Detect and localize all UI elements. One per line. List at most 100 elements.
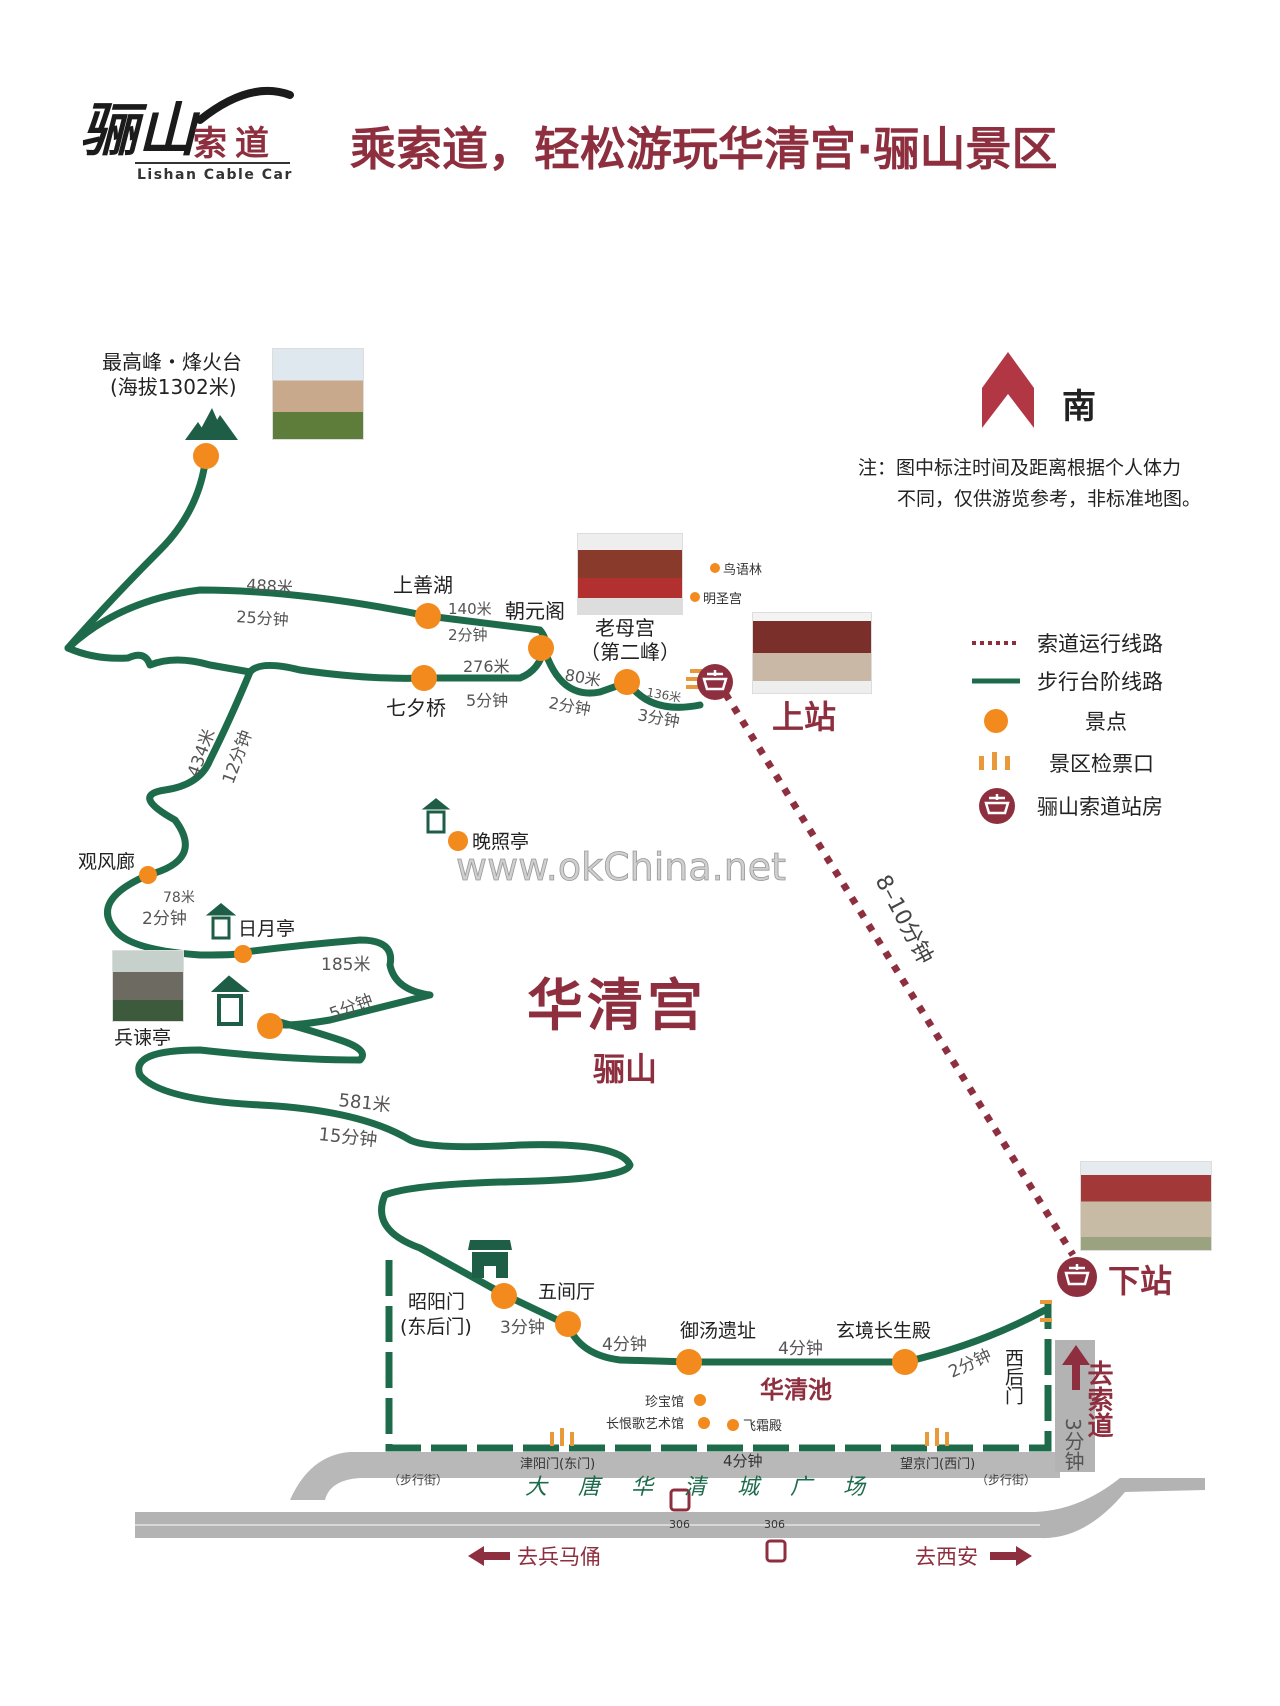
upper-station-icon — [697, 664, 733, 700]
compass-arrow-icon — [982, 352, 1034, 428]
seg-time: 2分钟 — [142, 909, 187, 929]
legend-label-station: 骊山索道站房 — [1037, 795, 1163, 819]
label-wujianting: 五间厅 — [538, 1281, 595, 1303]
lower-station-label: 下站 — [1108, 1262, 1172, 1300]
arrow-up-icon — [1062, 1345, 1090, 1390]
logo-cable-cn: 索道 — [193, 124, 277, 164]
spot-qixiqiao — [411, 665, 437, 691]
note-line-2: 不同，仅供游览参考，非标准地图。 — [897, 488, 1201, 510]
scenic-spots — [139, 443, 918, 1431]
spot-niaoyulin — [710, 563, 720, 573]
city-gate-icon — [468, 1240, 512, 1278]
upper-station-label: 上站 — [772, 698, 836, 736]
plaza-name: 大 唐 华 清 城 广 场 — [525, 1475, 877, 1500]
legend-label-spot: 景点 — [1085, 710, 1127, 734]
cable-time: 8–10分钟 — [870, 871, 938, 968]
spot-mingshenggong — [690, 592, 700, 602]
seg-dist: 276米 — [463, 657, 510, 676]
to-cable-time: 3分钟 — [1061, 1418, 1085, 1471]
seg-dist: 140米 — [448, 600, 492, 618]
direction-right: 去西安 — [915, 1545, 978, 1569]
photo-upper-station — [752, 612, 872, 694]
orange-dot-icon — [984, 709, 1008, 733]
pool-label: 华清池 — [760, 1376, 832, 1404]
label-niaoyulin: 鸟语林 — [723, 562, 762, 578]
logo-calligraphy: 骊山 — [80, 96, 201, 164]
label-zhenbaoguan: 珍宝馆 — [645, 1395, 684, 1410]
pavilion-icon — [421, 798, 451, 834]
label-xuanjing: 玄境长生殿 — [836, 1320, 931, 1342]
mountain-icon — [185, 408, 238, 440]
label-mingshenggong: 明圣宫 — [703, 592, 742, 607]
page-title: 乘索道，轻松游玩华清宫·骊山景区 — [350, 122, 1057, 176]
road-number: 306 — [764, 1518, 785, 1531]
photo-bingjianting — [112, 950, 184, 1022]
summit-altitude: (海拔1302米) — [110, 375, 237, 399]
spot-summit — [193, 443, 219, 469]
seg-time: 2分钟 — [547, 693, 592, 719]
ticket-gate-icon — [979, 752, 1010, 770]
spot-feishuangdian — [727, 1419, 739, 1431]
seg-time: 5分钟 — [466, 691, 508, 710]
center-title: 华清宫 — [527, 974, 707, 1039]
seg-dist: 488米 — [246, 575, 294, 597]
spot-xuanjing — [892, 1349, 918, 1375]
seg-dist: 185米 — [321, 955, 370, 975]
arrow-left-icon — [468, 1546, 510, 1566]
roads — [135, 1340, 1205, 1539]
spot-yutang — [676, 1349, 702, 1375]
spot-riyueting — [234, 945, 252, 963]
label-zhaoyangmen: 昭阳门 — [408, 1291, 465, 1313]
pedestrian-left: （步行街） — [388, 1473, 448, 1487]
pavilion-icon — [210, 975, 250, 1026]
label-qixiqiao: 七夕桥 — [386, 696, 446, 720]
spot-zhenbaoguan — [694, 1394, 706, 1406]
seg-time: 4分钟 — [778, 1339, 823, 1359]
label-shangshanhu: 上善湖 — [393, 573, 453, 597]
lower-station-icon — [1057, 1257, 1097, 1297]
road-number: 306 — [669, 1518, 690, 1531]
label-laomugong: 老母宫 — [595, 616, 655, 640]
seg-dist: 136米 — [645, 685, 682, 705]
label-laomugong-sub: （第二峰） — [580, 640, 680, 664]
legend-label-cable: 索道运行线路 — [1037, 632, 1163, 656]
legend-label-gate: 景区检票口 — [1049, 752, 1154, 776]
seg-time: 25分钟 — [236, 607, 290, 630]
cable-station-icon — [979, 788, 1015, 824]
compass-label: 南 — [1062, 387, 1096, 427]
spot-wanzhaoting — [448, 831, 468, 851]
note-line-1: 注：图中标注时间及距离根据个人体力 — [858, 457, 1181, 479]
logo-cable-en: Lishan Cable Car — [137, 167, 293, 183]
label-guanfenglang: 观风廊 — [78, 851, 135, 873]
spot-chaoyuange — [528, 635, 554, 661]
palace-boundary — [385, 1260, 1052, 1452]
watermark: www.okChina.net — [456, 845, 786, 889]
legend-label-trail: 步行台阶线路 — [1037, 670, 1163, 694]
photo-lower-station — [1080, 1161, 1212, 1251]
plaza-time: 4分钟 — [723, 1452, 763, 1470]
to-cable-label: 去索道 — [1083, 1360, 1113, 1438]
seg-time: 3分钟 — [500, 1318, 545, 1338]
label-xihoumen: 西后门 — [1002, 1348, 1024, 1405]
bus-icon — [669, 1488, 787, 1563]
center-sub: 骊山 — [593, 1050, 657, 1088]
cable-route — [714, 678, 1076, 1257]
label-changhenge: 长恨歌艺术馆 — [606, 1417, 684, 1432]
label-riyueting: 日月亭 — [238, 918, 295, 940]
seg-time: 15分钟 — [317, 1124, 378, 1151]
label-feishuangdian: 飞霜殿 — [743, 1419, 782, 1434]
spot-zhaoyangmen — [491, 1283, 517, 1309]
compass-south: 南 — [982, 352, 1096, 428]
west-gate-label: 望京门(西门) — [900, 1456, 975, 1472]
legend: 索道运行线路 步行台阶线路 景点 景区检票口 骊山索道站房 — [972, 632, 1163, 824]
photo-laomugong — [577, 533, 683, 615]
arrow-right-icon — [990, 1546, 1032, 1566]
photo-beacon-tower — [272, 348, 364, 440]
seg-time: 5分钟 — [327, 991, 376, 1025]
label-zhaoyangmen-sub: (东后门) — [400, 1316, 472, 1338]
label-bingjianting: 兵谏亭 — [114, 1027, 171, 1049]
spot-guanfenglang — [139, 866, 157, 884]
spot-laomugong — [614, 669, 640, 695]
label-chaoyuange: 朝元阁 — [505, 599, 565, 623]
